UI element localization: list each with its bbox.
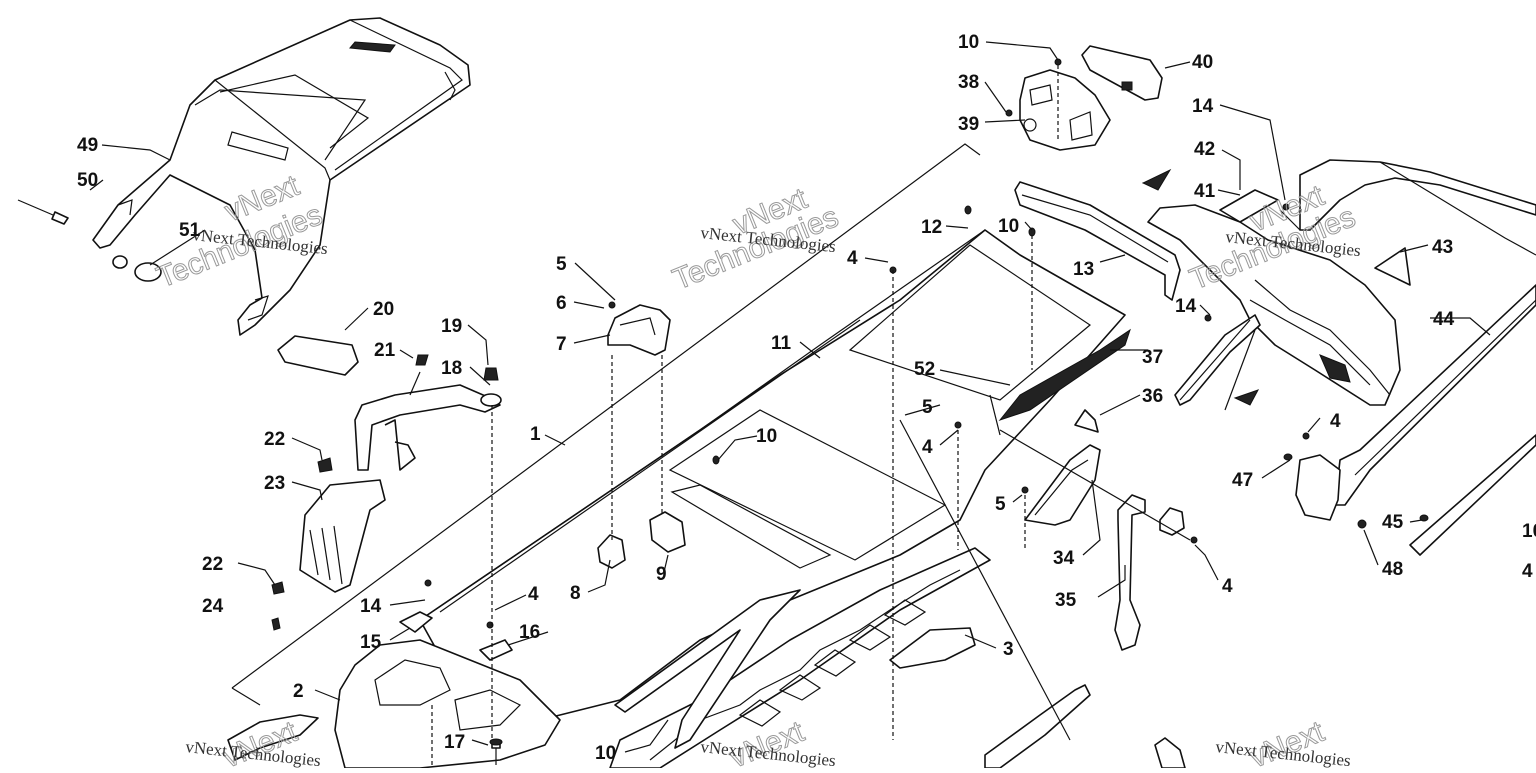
callout-label: 4 (528, 584, 539, 605)
callout-label: 42 (1194, 139, 1215, 160)
light-47 (1295, 454, 1341, 521)
callout-label: 34 (1053, 548, 1075, 569)
callout-label: 22 (264, 429, 285, 450)
callout-label: 22 (202, 554, 223, 575)
callout-label: 20 (373, 299, 394, 320)
callout-label: 14 (1175, 296, 1197, 317)
callout-label: 41 (1194, 181, 1216, 202)
callout-label: 17 (444, 732, 465, 753)
plate-9 (649, 511, 686, 553)
side-strut-14 (1174, 314, 1261, 406)
callout-label: 36 (1142, 386, 1163, 407)
callout-labels: 1 2 3 4 4 4 4 4 4 5 5 5 6 7 8 9 10 10 10… (77, 32, 1536, 764)
callout-label: 3 (1003, 639, 1014, 660)
callout-label: 10 (958, 32, 979, 53)
callout-label: 13 (1073, 259, 1094, 280)
seat-part (92, 17, 471, 336)
callout-label: 5 (922, 397, 933, 418)
callout-label: 15 (360, 632, 382, 653)
callout-label: 14 (360, 596, 382, 617)
callout-label: 9 (656, 564, 667, 585)
taillight-housing-39 (1005, 45, 1163, 151)
callout-label: 52 (914, 359, 935, 380)
callout-label: 5 (995, 494, 1006, 515)
callout-label: 47 (1232, 470, 1253, 491)
callout-label: 4 (1522, 561, 1533, 582)
callout-label: 18 (441, 358, 462, 379)
side-panel-34 (1024, 444, 1101, 526)
callout-label: 39 (958, 114, 979, 135)
lower-rail (984, 684, 1091, 769)
grommet-51 (112, 255, 162, 282)
pin-fastener-50 (17, 199, 69, 225)
callout-label: 37 (1142, 347, 1163, 368)
corner-fragment (227, 714, 319, 761)
callout-label: 2 (293, 681, 304, 702)
callout-label: 43 (1432, 237, 1453, 258)
callout-label: 11 (771, 333, 792, 354)
brace-rail (614, 589, 801, 749)
assembly-guides (431, 65, 1301, 768)
callout-label: 8 (570, 583, 581, 604)
callout-label: 48 (1382, 559, 1403, 580)
callout-label: 6 (556, 293, 567, 314)
callout-label: 4 (1330, 411, 1341, 432)
bracket-23 (271, 457, 386, 631)
mount-bracket-7 (607, 301, 671, 356)
callout-label: 45 (1382, 512, 1404, 533)
callout-label: 12 (921, 217, 942, 238)
leader-lines (89, 41, 1491, 753)
arrow-marker-icon (1233, 389, 1260, 406)
bottom-fragment (1154, 737, 1186, 769)
callout-label: 5 (556, 254, 567, 275)
callout-label: 24 (202, 596, 224, 617)
callout-label: 4 (1222, 576, 1233, 597)
callout-label: 23 (264, 473, 285, 494)
callout-label: 50 (77, 170, 98, 191)
callout-label: 10 (1522, 521, 1536, 542)
strap-35 (1114, 494, 1185, 651)
callout-label: 16 (519, 622, 540, 643)
callout-label: 51 (179, 220, 201, 241)
callout-label: 1 (530, 424, 541, 445)
callout-label: 49 (77, 135, 98, 156)
callout-label: 44 (1433, 309, 1455, 330)
callout-label: 4 (847, 248, 858, 269)
rear-flap-43 (1147, 189, 1411, 406)
callout-label: 21 (374, 340, 396, 361)
callout-label: 10 (756, 426, 777, 447)
callout-label: 10 (595, 743, 616, 764)
arrow-marker-icon (1141, 168, 1172, 191)
callout-label: 14 (1192, 96, 1214, 117)
callout-label: 40 (1192, 52, 1213, 73)
clip-36 (1074, 409, 1099, 433)
callout-label: 7 (556, 334, 567, 355)
callout-label: 4 (922, 437, 933, 458)
plate-8 (597, 534, 626, 569)
pad-20 (277, 335, 359, 376)
callout-label: 38 (958, 72, 979, 93)
front-bracket-2 (334, 611, 561, 769)
grab-handle-18 (354, 354, 502, 471)
callout-label: 10 (998, 216, 1019, 237)
callout-label: 35 (1055, 590, 1077, 611)
callout-label: 19 (441, 316, 462, 337)
rear-rail-13 (1014, 181, 1181, 301)
